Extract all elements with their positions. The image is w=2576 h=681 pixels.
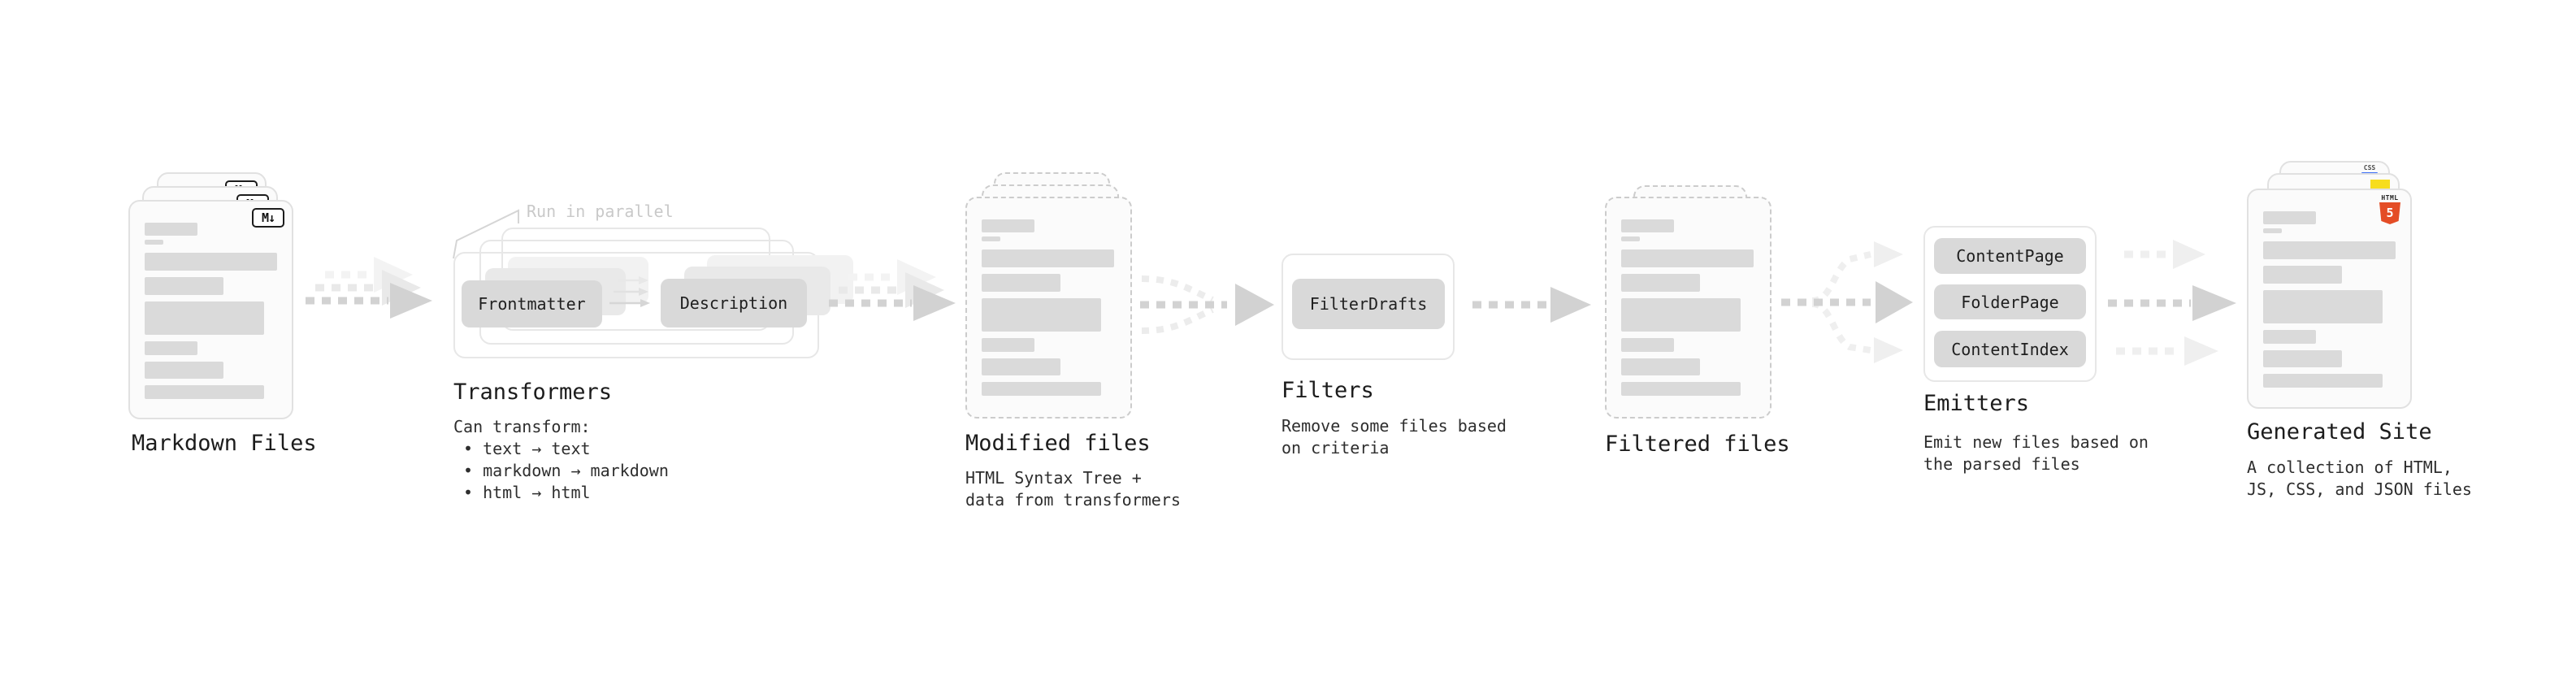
html5-icon-label: HTML	[2381, 194, 2399, 202]
run-in-parallel-annotation: Run in parallel	[527, 202, 674, 221]
flow-arrow-filtered-to-emitters	[1781, 241, 1913, 363]
caption-line: on criteria	[1281, 438, 1390, 458]
description-chip: Description	[661, 279, 807, 327]
caption-line: Emit new files based on	[1923, 432, 2149, 452]
html5-icon: HTML 5	[2379, 194, 2401, 224]
document-content-placeholder	[130, 202, 292, 399]
modified-file-card-front	[965, 197, 1132, 419]
transformers-label: Transformers	[453, 380, 613, 405]
contentpage-chip: ContentPage	[1934, 238, 2086, 274]
modified-files-label: Modified files	[965, 431, 1151, 456]
flow-arrow-modified-to-filters	[1140, 275, 1274, 334]
contentindex-chip: ContentIndex	[1934, 331, 2086, 367]
filters-caption: Remove some files based on criteria	[1281, 415, 1507, 459]
flow-arrow-emitters-bottom	[2116, 336, 2218, 366]
filters-label: Filters	[1281, 378, 1374, 403]
caption-bullet: • text → text	[463, 439, 591, 458]
caption-line: HTML Syntax Tree +	[965, 468, 1142, 488]
modified-files-caption: HTML Syntax Tree + data from transformer…	[965, 467, 1181, 511]
caption-line: data from transformers	[965, 490, 1181, 510]
chip-connector-arrows	[609, 276, 650, 307]
css-icon-label: CSS	[2363, 164, 2376, 171]
markdown-file-card-front: M↓	[128, 200, 293, 419]
emitters-caption: Emit new files based on the parsed files	[1923, 432, 2149, 475]
flow-arrow-filters-to-filtered	[1472, 287, 1591, 323]
filtered-file-card-front	[1605, 197, 1772, 419]
flow-arrow-markdown-to-transformers	[306, 257, 432, 319]
markdown-icon: M↓	[252, 208, 284, 228]
html5-icon-shield: 5	[2379, 202, 2400, 224]
html5-icon-number: 5	[2386, 206, 2394, 220]
flow-arrow-transformers-to-modified	[829, 259, 956, 321]
document-content-placeholder	[967, 198, 1130, 396]
generated-file-card-html: HTML 5	[2247, 189, 2412, 409]
folderpage-chip: FolderPage	[1934, 284, 2086, 319]
caption-bullet: • html → html	[463, 483, 591, 502]
caption-line: A collection of HTML,	[2247, 458, 2452, 477]
frontmatter-chip: Frontmatter	[462, 280, 602, 327]
filtered-files-label: Filtered files	[1605, 432, 1790, 457]
transformers-caption: Can transform: • text → text • markdown …	[453, 416, 669, 504]
js-icon	[2370, 180, 2390, 189]
filterdrafts-chip: FilterDrafts	[1292, 279, 1445, 329]
flow-arrow-emitters-top	[2124, 240, 2205, 269]
caption-bullet: • markdown → markdown	[463, 461, 669, 480]
markdown-files-label: Markdown Files	[132, 431, 317, 456]
emitters-label: Emitters	[1923, 391, 2030, 416]
generated-site-label: Generated Site	[2247, 419, 2432, 445]
document-content-placeholder	[1607, 198, 1770, 396]
generated-site-caption: A collection of HTML, JS, CSS, and JSON …	[2247, 457, 2472, 501]
caption-line: Can transform:	[453, 417, 591, 436]
caption-line: the parsed files	[1923, 454, 2080, 474]
document-content-placeholder	[2249, 190, 2410, 388]
caption-line: Remove some files based	[1281, 416, 1507, 436]
annotation-leader-line	[453, 209, 519, 259]
caption-line: JS, CSS, and JSON files	[2247, 479, 2472, 499]
flow-arrow-emitters-middle	[2108, 285, 2236, 321]
